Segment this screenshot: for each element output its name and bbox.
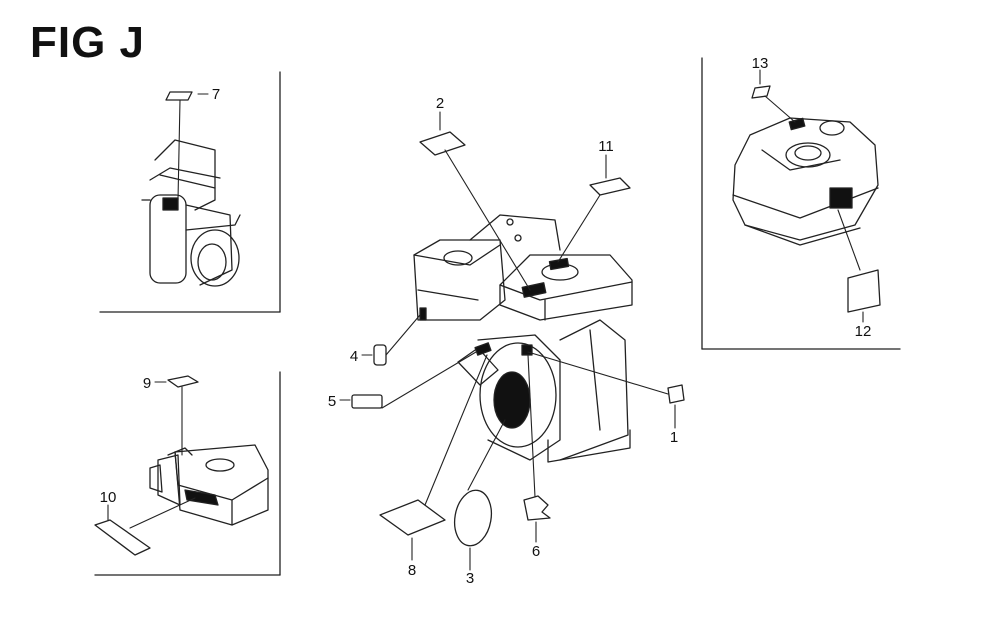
callout-8: 8 xyxy=(408,562,416,579)
inset-bottom-left-tank xyxy=(149,444,269,526)
part-decal-8 xyxy=(379,499,446,536)
figure-title: FIG J xyxy=(30,18,146,67)
callout-10: 10 xyxy=(100,489,117,506)
part-decal-1 xyxy=(667,384,685,404)
panel-frame-right xyxy=(701,57,901,350)
part-decal-7 xyxy=(165,91,193,101)
part-decal-5 xyxy=(351,394,383,409)
callout-2: 2 xyxy=(436,95,444,112)
inset-top-left-engine xyxy=(141,139,241,287)
part-decal-12 xyxy=(847,269,881,313)
callout-9: 9 xyxy=(143,375,151,392)
part-decal-6 xyxy=(523,495,551,521)
callout-7: 7 xyxy=(212,86,220,103)
callout-6: 6 xyxy=(532,543,540,560)
panel-frame-bottom-left xyxy=(94,371,281,576)
callout-11: 11 xyxy=(598,138,614,155)
main-engine xyxy=(413,214,633,463)
part-decal-4 xyxy=(373,344,387,366)
part-decal-10 xyxy=(94,519,151,556)
part-decal-13 xyxy=(751,85,771,99)
part-decal-11 xyxy=(589,177,631,196)
callout-4: 4 xyxy=(350,348,358,365)
part-decal-3 xyxy=(453,489,493,547)
callout-5: 5 xyxy=(328,393,336,410)
callout-13: 13 xyxy=(752,55,769,72)
callout-12: 12 xyxy=(855,323,872,340)
part-decal-9 xyxy=(167,375,199,388)
leader-lines xyxy=(107,69,864,571)
inset-right-fuel-tank xyxy=(732,117,879,246)
part-decal-2 xyxy=(419,131,466,156)
callout-3: 3 xyxy=(466,570,474,587)
panel-frame-top-left xyxy=(99,71,281,313)
callout-labels: 1 2 3 4 5 6 7 8 9 10 11 12 13 xyxy=(100,55,872,587)
callout-1: 1 xyxy=(670,429,678,446)
